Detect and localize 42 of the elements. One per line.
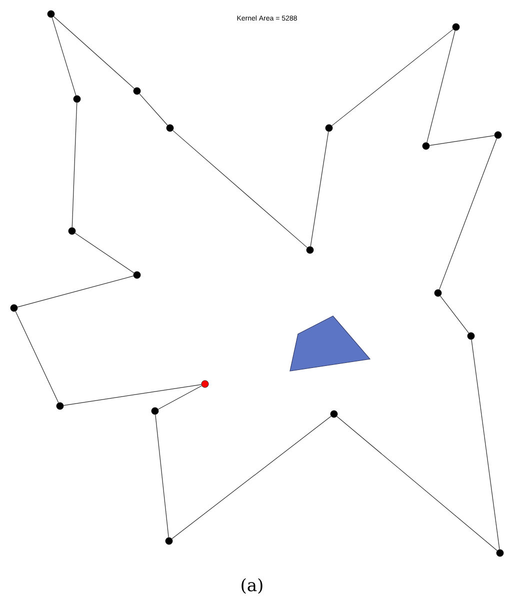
vertex-dot xyxy=(201,380,209,388)
vertex-dot xyxy=(68,227,76,235)
kernel-polygon xyxy=(290,316,371,372)
vertex-dot xyxy=(10,304,18,312)
vertex-dot xyxy=(165,537,173,545)
vertex-dot xyxy=(467,332,475,340)
caption: (a) xyxy=(242,578,262,594)
vertex-dot xyxy=(452,23,460,31)
polygon-edge xyxy=(332,29,454,126)
polygon-edge xyxy=(310,131,329,247)
vertex-dot xyxy=(47,10,55,18)
polygon-edge xyxy=(336,416,498,551)
polygon-edge xyxy=(53,16,135,89)
polygon-edge xyxy=(439,138,497,290)
vertex-dot xyxy=(133,271,141,279)
vertex-dot xyxy=(73,95,81,103)
polygon-edge xyxy=(426,30,456,143)
vertex-dot xyxy=(306,246,314,254)
polygon-edge xyxy=(172,416,332,540)
vertex-dot xyxy=(422,142,430,150)
vertex-dot xyxy=(133,87,141,95)
polygon-edge xyxy=(17,276,134,308)
vertex-dot xyxy=(434,289,442,297)
polygon-edge xyxy=(15,311,59,403)
polygon-edge xyxy=(63,384,202,406)
vertex-dot xyxy=(151,407,159,415)
vertex-dot xyxy=(166,124,174,132)
polygon-edge xyxy=(172,130,308,248)
polygon-edge xyxy=(471,339,500,550)
polygon-edge xyxy=(155,414,169,538)
vertex-dot xyxy=(494,131,502,139)
polygon-edge xyxy=(139,93,168,126)
vertex-dot xyxy=(330,410,338,418)
vertex-dot xyxy=(496,549,504,557)
polygon-edge xyxy=(440,296,470,334)
vertex-dot xyxy=(325,124,333,132)
vertex-dot xyxy=(56,402,64,410)
polygon-edge xyxy=(158,385,202,410)
polygon-edge xyxy=(429,135,495,146)
polygon-edge xyxy=(52,17,76,96)
polygon-edge xyxy=(74,232,134,274)
polygon-edge xyxy=(72,102,78,228)
